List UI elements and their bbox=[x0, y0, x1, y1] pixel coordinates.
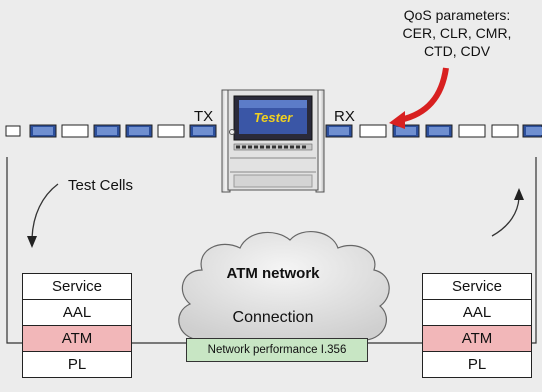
right-aal-layer: AAL bbox=[422, 300, 532, 326]
right-return-line bbox=[532, 157, 537, 344]
right-protocol-stack: Service AAL ATM PL bbox=[422, 273, 532, 378]
qos-parameters-label: QoS parameters: CER, CLR, CMR, CTD, CDV bbox=[372, 6, 542, 60]
qos-arrow bbox=[389, 67, 449, 129]
network-performance-box: Network performance I.356 bbox=[186, 338, 368, 362]
qos-line-1: QoS parameters: bbox=[403, 7, 511, 23]
test-cells-label: Test Cells bbox=[68, 177, 134, 194]
tester-device bbox=[221, 89, 325, 193]
rx-label: RX bbox=[334, 108, 355, 125]
left-aal-layer: AAL bbox=[22, 300, 132, 326]
test-cells-arrow bbox=[27, 183, 59, 248]
qos-line-3: CTD, CDV bbox=[423, 43, 491, 59]
tx-label: TX bbox=[194, 108, 214, 125]
qos-line-2: CER, CLR, CMR, bbox=[402, 25, 512, 41]
left-protocol-stack: Service AAL ATM PL bbox=[22, 273, 132, 378]
cell-stream bbox=[5, 124, 542, 138]
right-pl-layer: PL bbox=[422, 352, 532, 378]
left-pl-layer: PL bbox=[22, 352, 132, 378]
left-service-layer: Service bbox=[22, 273, 132, 300]
right-service-layer: Service bbox=[422, 273, 532, 300]
return-arrow bbox=[491, 188, 524, 237]
left-atm-layer: ATM bbox=[22, 326, 132, 352]
connection-label: Connection bbox=[232, 309, 314, 326]
left-return-line bbox=[6, 157, 22, 344]
atm-network-title: ATM network bbox=[226, 265, 320, 282]
right-atm-layer: ATM bbox=[422, 326, 532, 352]
tester-screen-label: Tester bbox=[254, 110, 293, 125]
atm-network-cloud bbox=[178, 231, 390, 341]
